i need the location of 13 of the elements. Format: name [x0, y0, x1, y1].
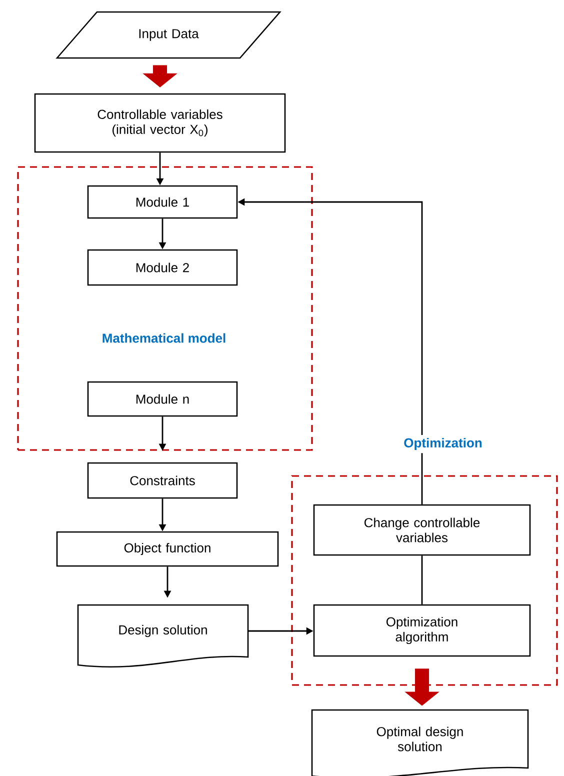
- process-box: Module 2: [87, 249, 238, 286]
- process-box: Optimization algorithm: [313, 604, 531, 657]
- process-box: Object function: [56, 531, 279, 567]
- process-box: Change controllable variables: [313, 504, 531, 556]
- process-box: Module n: [87, 381, 238, 417]
- dashed-group-box: [291, 475, 558, 686]
- process-box: Constraints: [87, 462, 238, 499]
- group-title: Mathematical model: [98, 330, 230, 346]
- connector-line: [421, 556, 423, 604]
- dashed-group-box: [17, 166, 313, 451]
- process-box: Module 1: [87, 185, 238, 219]
- process-box: Controllable variables (initial vector X$_{0}$): [34, 93, 286, 153]
- group-title: Optimization: [400, 434, 486, 454]
